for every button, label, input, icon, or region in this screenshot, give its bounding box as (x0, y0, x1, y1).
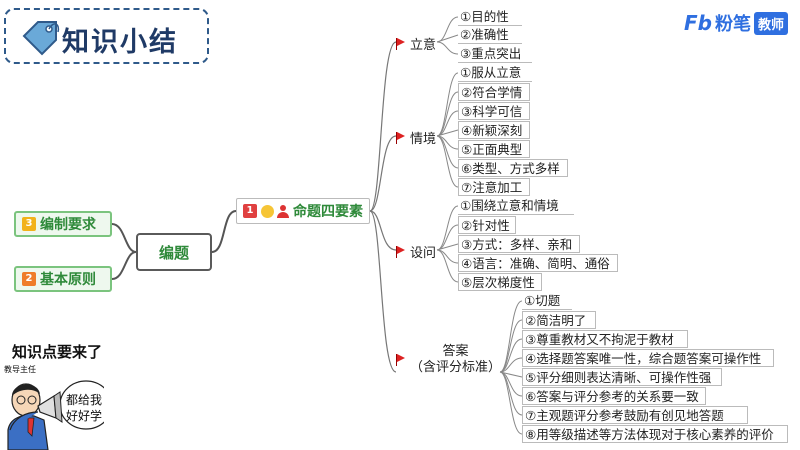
title-box: 知识小结 (4, 8, 209, 64)
leaf-item[interactable]: ④新颖深刻 (458, 121, 530, 139)
node-label: 命题四要素 (293, 204, 363, 220)
leaf-item[interactable]: ④语言：准确、简明、通俗 (458, 254, 618, 272)
leaf-item[interactable]: ⑤正面典型 (458, 140, 530, 158)
number-badge: 1 (243, 204, 257, 218)
leaf-item[interactable]: ③尊重教材又不拘泥于教材 (522, 330, 688, 348)
leaf-item[interactable]: ⑦主观题评分参考鼓励有创见地答题 (522, 406, 748, 424)
cartoon-heading: 知识点要来了 (12, 343, 103, 361)
leaf-item[interactable]: ①目的性 (458, 8, 522, 26)
leaf-item[interactable]: ②针对性 (458, 216, 516, 234)
leaf-item[interactable]: ①围绕立意和情境 (458, 197, 574, 215)
brand-logo: Fb 粉笔 教师 (684, 10, 788, 36)
category-label: 答案 (442, 344, 469, 359)
node-four-elements[interactable]: 1 命题四要素 (236, 198, 370, 224)
leaf-item[interactable]: ⑧用等级描述等方法体现对于核心素养的评价 (522, 425, 788, 443)
leaf-item[interactable]: ⑤层次梯度性 (458, 273, 542, 291)
flag-icon (396, 37, 406, 50)
leaf-item[interactable]: ⑦注意加工 (458, 178, 530, 196)
category-label: 立意 (410, 38, 437, 53)
bubble-line: 好好学 (66, 409, 103, 423)
leaf-item[interactable]: ①服从立意 (458, 64, 532, 82)
leaf-item[interactable]: ②符合学情 (458, 83, 530, 101)
category-label: 设问 (410, 246, 437, 261)
node-principles[interactable]: 2 基本原则 (14, 266, 112, 292)
category-qingjing[interactable]: 情境 (396, 128, 436, 147)
node-label: 基本原则 (40, 272, 96, 288)
category-liyi[interactable]: 立意 (396, 34, 436, 53)
flag-icon (396, 131, 406, 144)
number-badge: 3 (22, 217, 36, 231)
center-node[interactable]: 编题 (136, 233, 212, 271)
brand-mark: Fb (684, 11, 712, 35)
category-answer-flag (396, 354, 410, 366)
category-label: 情境 (410, 132, 437, 147)
node-requirements[interactable]: 3 编制要求 (14, 211, 112, 237)
bubble-line: 都给我 (66, 393, 103, 407)
leaf-item[interactable]: ②准确性 (458, 26, 522, 44)
category-sublabel: （含评分标准） (410, 360, 502, 375)
cartoon-bubble: 都给我 好好学 (66, 392, 102, 424)
person-icon (277, 204, 289, 218)
brand-name: 粉笔 (714, 14, 751, 35)
node-label: 编制要求 (40, 217, 96, 233)
leaf-item[interactable]: ⑤评分细则表达清晰、可操作性强 (522, 368, 722, 386)
tag-icon (22, 21, 60, 56)
page-title: 知识小结 (62, 27, 178, 58)
flag-icon (396, 245, 406, 258)
leaf-item[interactable]: ③重点突出 (458, 45, 532, 63)
brand-badge: 教师 (753, 11, 788, 35)
leaf-item[interactable]: ①切题 (522, 292, 572, 310)
leaf-item[interactable]: ③科学可信 (458, 102, 530, 120)
leaf-item[interactable]: ④选择题答案唯一性，综合题答案可操作性 (522, 349, 774, 367)
smiley-icon (261, 204, 274, 218)
leaf-item[interactable]: ②简洁明了 (522, 311, 596, 329)
flag-icon (396, 354, 406, 366)
leaf-item[interactable]: ③方式：多样、亲和 (458, 235, 580, 253)
leaf-item[interactable]: ⑥类型、方式多样 (458, 159, 568, 177)
teacher-cartoon-icon (7, 380, 104, 450)
number-badge: 2 (22, 272, 36, 286)
cartoon-role-label: 教导主任 (4, 365, 36, 374)
category-shewen[interactable]: 设问 (396, 242, 436, 261)
leaf-item[interactable]: ⑥答案与评分参考的关系要一致 (522, 387, 706, 405)
category-answer[interactable]: 答案 （含评分标准） (410, 344, 501, 376)
